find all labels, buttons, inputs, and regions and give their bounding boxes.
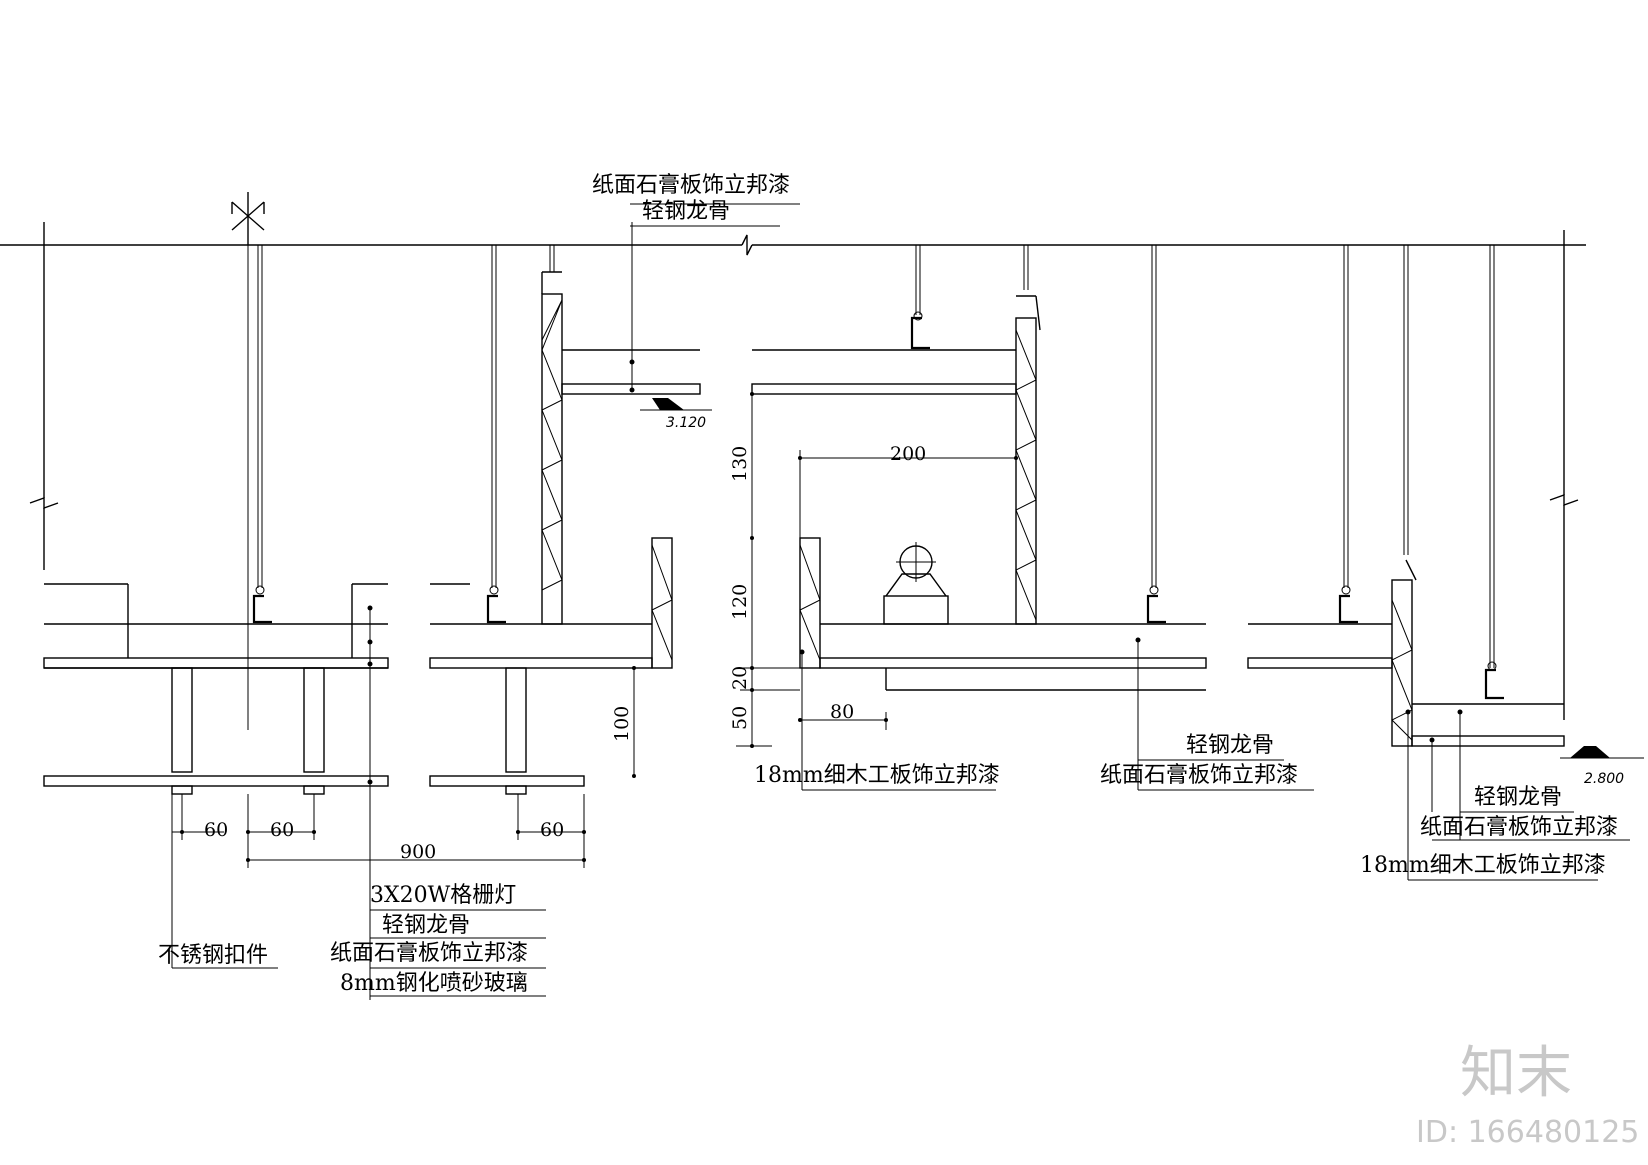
- dim-900: 900: [400, 841, 436, 863]
- label-top-keel: 轻钢龙骨: [642, 199, 730, 224]
- plywood-step-middle: [751, 295, 1207, 691]
- dim-60-b: 60: [270, 819, 294, 841]
- left-ceiling-section: [43, 583, 653, 795]
- level-value-high: 3.120: [666, 415, 706, 431]
- label-right-gypsum: 纸面石膏板饰立邦漆: [1420, 815, 1618, 840]
- level-value-low: 2.800: [1584, 771, 1624, 787]
- c-channel-keels: [252, 311, 1504, 700]
- label-left-glass: 8mm钢化喷砂玻璃: [340, 971, 528, 996]
- label-grille-light: 3X20W格栅灯: [370, 883, 516, 908]
- dimension-lines: [172, 392, 1018, 868]
- leader-lines: [171, 203, 1630, 1000]
- dim-130: 130: [729, 446, 751, 482]
- light-fixture-symbol: [883, 542, 949, 625]
- dim-50: 50: [729, 706, 751, 730]
- left-wall-line: [29, 222, 59, 570]
- level-marker-low: 2.800: [1560, 746, 1644, 787]
- dim-80: 80: [830, 701, 854, 723]
- plywood-step-right: [1247, 559, 1565, 747]
- label-left-keel: 轻钢龙骨: [382, 913, 470, 938]
- label-right-plywood: 18mm细木工板饰立邦漆: [1360, 853, 1606, 878]
- hanger-rods: [247, 245, 1495, 730]
- dim-60-a: 60: [204, 819, 228, 841]
- label-mid-keel: 轻钢龙骨: [1186, 733, 1274, 758]
- dim-120: 120: [729, 584, 751, 620]
- plywood-step-left: [541, 271, 701, 669]
- watermark: 知末 ID: 166480125: [1416, 1041, 1639, 1150]
- label-stainless-clip: 不锈钢扣件: [158, 943, 268, 968]
- watermark-brand: 知末: [1460, 1041, 1572, 1106]
- dim-20: 20: [729, 666, 751, 690]
- dimension-values: 60 60 60 900 100 130 120 20 50 200 80: [204, 443, 926, 863]
- label-right-keel: 轻钢龙骨: [1474, 785, 1562, 810]
- annotation-labels: 纸面石膏板饰立邦漆 轻钢龙骨 3X20W格栅灯 轻钢龙骨 纸面石膏板饰立邦漆 8…: [158, 173, 1618, 996]
- watermark-id: ID: 166480125: [1416, 1115, 1639, 1150]
- dim-200: 200: [890, 443, 926, 465]
- label-left-gypsum: 纸面石膏板饰立邦漆: [330, 941, 528, 966]
- label-top-gypsum: 纸面石膏板饰立邦漆: [592, 173, 790, 198]
- structural-slab-line: [0, 234, 1586, 256]
- level-marker-high: 3.120: [640, 398, 712, 431]
- dim-60-c: 60: [540, 819, 564, 841]
- label-mid-gypsum: 纸面石膏板饰立邦漆: [1100, 763, 1298, 788]
- right-wall-line: [1549, 230, 1579, 720]
- north-arrow-symbol: [231, 192, 265, 245]
- label-mid-plywood: 18mm细木工板饰立邦漆: [754, 763, 1000, 788]
- dim-100: 100: [611, 706, 633, 742]
